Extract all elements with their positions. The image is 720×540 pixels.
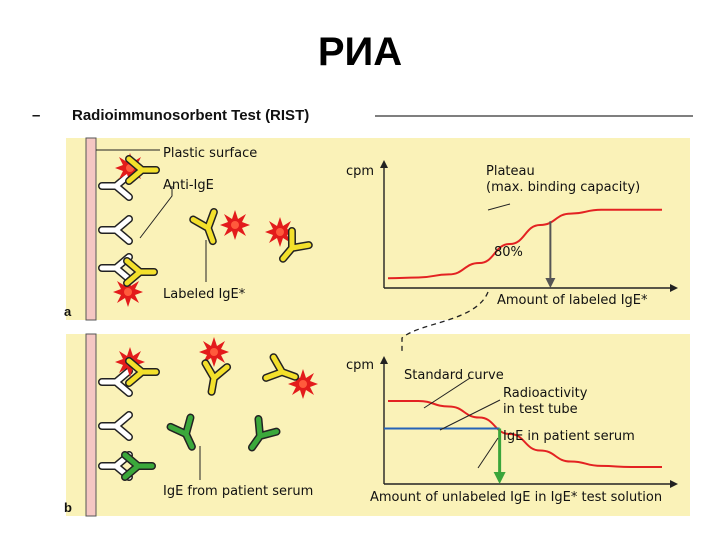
label-labeled-ige: Labeled IgE* — [163, 287, 246, 302]
label-anti-ige: Anti-IgE — [163, 178, 214, 193]
label-plastic-surface: Plastic surface — [163, 146, 257, 161]
panel-a-bg — [66, 138, 690, 320]
figure-heading: Radioimmunosorbent Test (RIST) — [72, 107, 309, 124]
chart-a-y-axis-arrow — [380, 160, 388, 168]
plastic-surface-wall-a — [85, 137, 97, 321]
chart-a-plateau-note: (max. binding capacity) — [486, 180, 640, 195]
chart-a-plateau-label: Plateau — [486, 164, 535, 179]
chart-a: cpm Amount of labeled IgE* Plateau (max.… — [346, 160, 678, 308]
plateau-leader — [487, 203, 511, 211]
panel-b-letter: b — [64, 500, 72, 515]
chart-b-x-axis-arrow — [670, 480, 678, 488]
chart-a-xlabel: Amount of labeled IgE* — [497, 293, 648, 308]
chart-b: cpm Amount of unlabeled IgE in IgE* test… — [346, 356, 678, 505]
chart-b-xlabel: Amount of unlabeled IgE in IgE* test sol… — [370, 490, 662, 505]
panel-a-schematic — [96, 149, 309, 307]
chart-b-radioactivity-label-2: in test tube — [503, 402, 578, 417]
heading-dash: – — [32, 107, 40, 124]
radioactivity-leader — [439, 399, 501, 431]
chart-b-series-line — [388, 400, 662, 469]
chart-a-x-axis-arrow — [670, 284, 678, 292]
chart-b-ylabel: cpm — [346, 358, 374, 373]
panel-b-schematic — [102, 337, 318, 480]
dashed-connector — [401, 291, 489, 352]
chart-a-marker-label: 80% — [494, 245, 523, 260]
plastic-surface-wall-b — [85, 333, 97, 517]
panel-a-letter: a — [64, 304, 72, 319]
panel-b-bg — [66, 334, 690, 516]
leader-line — [139, 186, 173, 239]
patient-leader — [477, 437, 499, 469]
chart-a-80-marker-arrowhead — [545, 278, 556, 288]
chart-b-y-axis-arrow — [380, 356, 388, 364]
chart-a-ylabel: cpm — [346, 164, 374, 179]
chart-b-patient-label: IgE in patient serum — [503, 429, 635, 444]
standard-curve-leader — [423, 377, 471, 409]
chart-b-result-arrowhead — [493, 472, 506, 484]
chart-b-standard-curve-label: Standard curve — [404, 368, 504, 383]
slide-title: РИА — [317, 30, 403, 74]
radiolabel-burst-icon — [220, 210, 250, 240]
chart-a-series-line — [387, 208, 662, 280]
label-patient-ige: IgE from patient serum — [163, 484, 313, 499]
chart-b-radioactivity-label: Radioactivity — [503, 386, 588, 401]
